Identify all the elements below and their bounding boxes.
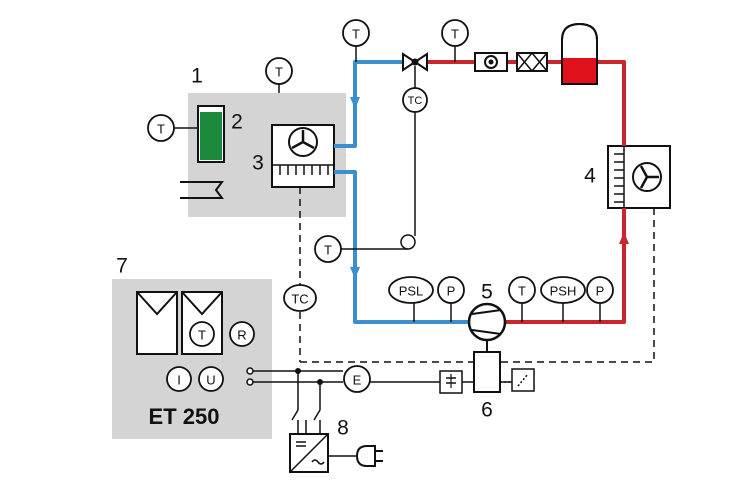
temp-sensor-3 [265, 57, 293, 85]
u-indicator [198, 366, 224, 392]
callout-2: 2 [231, 111, 243, 134]
temp-sensor-3-label: T [275, 65, 283, 80]
sight-glass-icon [474, 52, 508, 72]
pressure-sensor-1 [437, 276, 465, 304]
power-terminal [246, 378, 254, 386]
tc-sensor-1-label: TC [408, 95, 423, 107]
switch-icon [500, 368, 535, 392]
compressor-icon [467, 302, 507, 342]
junction-dot [317, 379, 323, 385]
fan-icon [288, 127, 318, 157]
temp-sensor-1-label: T [352, 27, 360, 42]
tc-sensor-2-label: TC [291, 292, 308, 307]
callout-8: 8 [337, 417, 349, 440]
r-indicator-label: R [237, 328, 246, 343]
cold-storage-product [197, 105, 225, 163]
callout-5: 5 [481, 281, 493, 304]
temp-sensor-2 [441, 19, 469, 47]
r-indicator [229, 321, 255, 347]
tc-capillary [340, 66, 416, 250]
callout-1: 1 [191, 65, 203, 88]
transformer-icon [289, 433, 329, 473]
fan-icon [632, 162, 662, 192]
condenser [607, 145, 671, 209]
temp-display-label: T [198, 328, 206, 343]
psl-label: PSL [399, 284, 424, 299]
temp-sensor-5-label: T [324, 243, 332, 258]
thermostatic-valve-icon [402, 52, 428, 72]
device-model-label: ET 250 [149, 404, 220, 429]
psh-sensor [540, 276, 586, 304]
temp-sensor-5 [314, 235, 342, 263]
evaporator [271, 124, 335, 188]
pressure-1-label: P [447, 284, 456, 299]
receiver-icon [561, 22, 598, 85]
temp-sensor-6 [508, 276, 536, 304]
temp-sensor-4 [147, 114, 175, 142]
flow-arrow [350, 97, 360, 109]
psh-label: PSH [550, 284, 577, 299]
display-left [136, 291, 178, 355]
tc-sensor-1 [402, 87, 428, 113]
junction-dot [295, 368, 301, 374]
tc-sensor-2 [283, 284, 317, 312]
psl-sensor [388, 276, 434, 304]
power-terminal [246, 367, 254, 375]
temp-sensor-1 [342, 19, 370, 47]
temp-display [189, 321, 215, 347]
pressure-sensor-2 [586, 276, 614, 304]
callout-7: 7 [116, 255, 128, 278]
temp-sensor-4-label: T [157, 122, 165, 137]
motor-box [473, 351, 501, 393]
discharge-line [424, 60, 626, 324]
callout-3: 3 [252, 152, 264, 175]
energy-meter-label: E [353, 373, 362, 388]
control-signal-lines [299, 187, 655, 363]
inverter-icon [439, 370, 463, 394]
callout-6: 6 [481, 399, 493, 422]
pressure-2-label: P [596, 284, 605, 299]
flow-arrow [350, 267, 360, 279]
temp-sensor-2-label: T [451, 27, 459, 42]
u-indicator-label: U [206, 373, 215, 388]
temp-sensor-6-label: T [518, 284, 526, 299]
flow-arrow [619, 232, 629, 244]
i-indicator [166, 366, 192, 392]
energy-meter [343, 365, 371, 393]
i-indicator-label: I [177, 373, 181, 388]
heater-icon [180, 181, 224, 199]
callout-4: 4 [584, 165, 596, 188]
plug-icon [355, 445, 383, 467]
filter-drier-icon [516, 52, 548, 72]
